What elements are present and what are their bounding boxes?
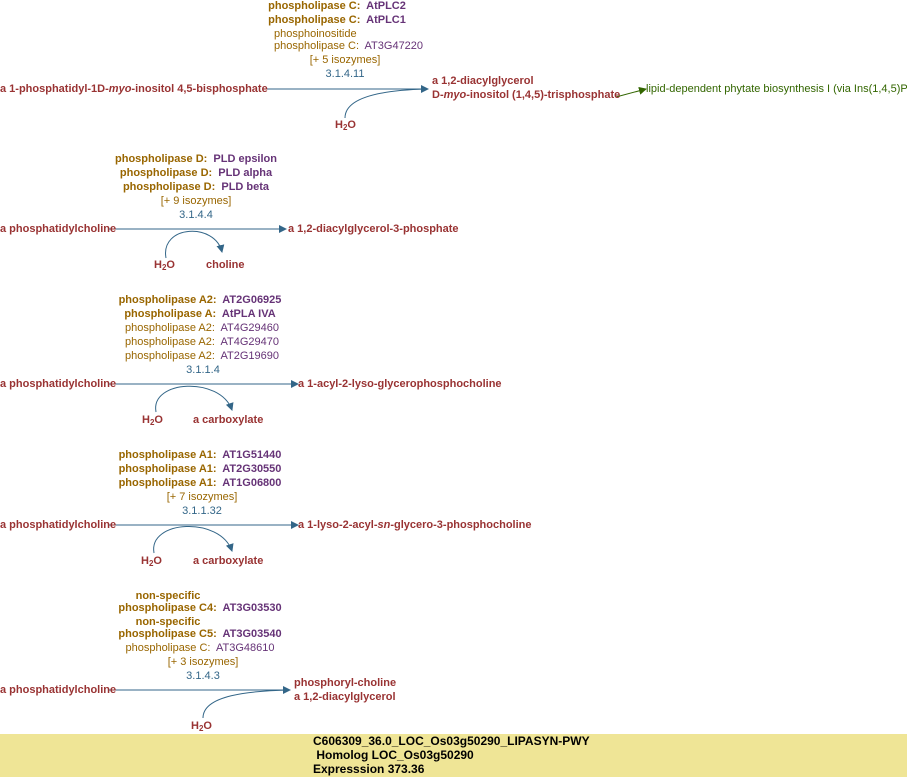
product-compound[interactable]: D-myo-inositol (1,4,5)-trisphosphate [432,89,621,101]
footer-expression: Expresssion 373.36 [313,762,425,776]
enzyme-line[interactable]: phospholipase D: PLD epsilon [115,153,277,165]
enzyme-name[interactable]: phosphoinositide [274,28,357,40]
product-compound[interactable]: a carboxylate [193,414,264,426]
substrate-compound[interactable]: a phosphatidylcholine [0,684,117,696]
isozymes-link[interactable]: [+ 9 isozymes] [160,195,232,207]
enzyme-name[interactable]: non-specific [135,616,201,628]
gene-name: AtPLC1 [366,14,406,26]
footer-title: C606309_36.0_LOC_Os03g50290_LIPASYN-PWY [313,734,590,748]
ec-number[interactable]: 3.1.4.11 [325,68,365,80]
product-compound[interactable]: phosphoryl-choline [294,677,397,689]
pathway-link-arrow [615,86,647,98]
cofactor-h2o[interactable]: H2O [141,555,162,568]
cofactor-h2o[interactable]: H2O [335,119,356,132]
isozymes-link[interactable]: [+ 7 isozymes] [166,491,238,503]
enzyme-name[interactable]: non-specific [135,590,201,602]
reaction-5-cofactor-curve [202,689,289,719]
reaction-2-curve [165,230,225,259]
info-footer: C606309_36.0_LOC_Os03g50290_LIPASYN-PWY … [0,734,907,777]
reaction-1-cofactor-curve [344,88,427,119]
reaction-3-curve [155,385,234,413]
enzyme-line[interactable]: phospholipase C: AtPLC1 [268,13,406,27]
enzyme-line[interactable]: phospholipase D: PLD alpha [119,167,273,179]
enzyme-name: phospholipase C: [268,0,361,12]
gene-name: AT3G47220 [364,40,424,52]
product-compound[interactable]: a 1,2-diacylglycerol [432,75,534,87]
ec-number[interactable]: 3.1.4.4 [179,209,213,221]
pathway-link[interactable]: lipid-dependent phytate biosynthesis I (… [646,83,907,95]
product-compound[interactable]: a 1-lyso-2-acyl-sn-glycero-3-phosphochol… [298,519,532,531]
substrate-compound[interactable]: a phosphatidylcholine [0,519,117,531]
product-compound[interactable]: a 1,2-diacylglycerol-3-phosphate [288,223,459,235]
enzyme-line[interactable]: phospholipase A1: AT1G06800 [118,477,282,489]
footer-homolog: Homolog LOC_Os03g50290 [313,748,474,762]
enzyme-line[interactable]: phospholipase C: AtPLC2 [268,0,406,13]
enzyme-line[interactable]: phospholipase A2: AT4G29470 [125,336,279,348]
product-compound[interactable]: a 1-acyl-2-lyso-glycerophosphocholine [298,378,502,390]
isozymes-link[interactable]: [+ 3 isozymes] [167,656,239,668]
enzyme-line[interactable]: phospholipase A2: AT4G29460 [125,322,279,334]
enzyme-line[interactable]: phospholipase A2: AT2G19690 [125,350,279,362]
cofactor-h2o[interactable]: H2O [191,720,212,733]
substrate-compound[interactable]: a phosphatidylcholine [0,223,117,235]
reaction-4-curve [153,526,234,554]
enzyme-line[interactable]: phospholipase D: PLD beta [122,181,270,193]
product-compound[interactable]: a 1,2-diacylglycerol [294,691,396,703]
product-compound[interactable]: choline [206,259,245,271]
substrate-compound[interactable]: a phosphatidylcholine [0,378,117,390]
product-compound[interactable]: a carboxylate [193,555,264,567]
ec-number[interactable]: 3.1.4.3 [186,670,220,682]
enzyme-name: phospholipase C: [274,40,360,52]
enzyme-line[interactable]: phospholipase A1: AT1G51440 [118,449,282,461]
gene-name: AtPLC2 [366,0,406,12]
ec-number[interactable]: 3.1.1.4 [186,364,220,376]
enzyme-line[interactable]: phospholipase A: AtPLA IVA [124,308,276,320]
enzyme-line[interactable]: phospholipase C: AT3G48610 [125,642,275,654]
cofactor-h2o[interactable]: H2O [142,414,163,427]
isozymes-link[interactable]: [+ 5 isozymes] [309,54,381,66]
enzyme-name: phospholipase C: [268,14,361,26]
substrate-compound[interactable]: a 1-phosphatidyl-1D-myo-inositol 4,5-bis… [0,83,268,95]
enzyme-line[interactable]: phospholipase C: AT3G47220 [274,39,423,53]
enzyme-line[interactable]: phospholipase C5: AT3G03540 [118,628,282,640]
enzyme-line[interactable]: phospholipase A2: AT2G06925 [118,294,282,306]
cofactor-h2o[interactable]: H2O [154,259,175,272]
enzyme-line[interactable]: phospholipase C4: AT3G03530 [118,602,282,614]
ec-number[interactable]: 3.1.1.32 [182,505,222,517]
enzyme-line[interactable]: phospholipase A1: AT2G30550 [118,463,282,475]
